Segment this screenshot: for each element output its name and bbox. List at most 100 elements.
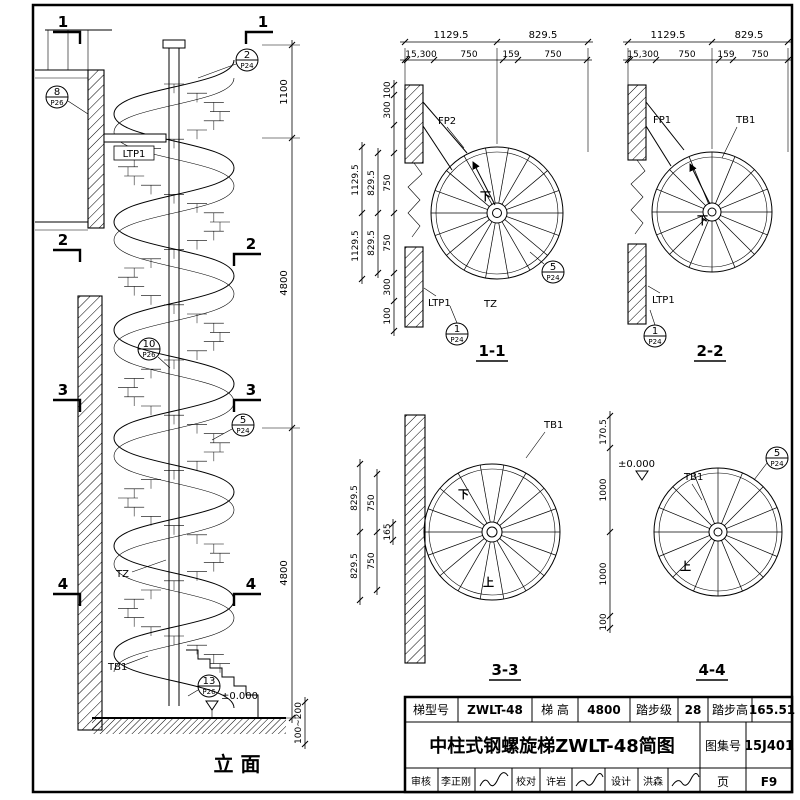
line	[715, 156, 736, 204]
svg-text:3: 3	[246, 381, 256, 399]
detail-callout-8: 8 P26	[45, 85, 89, 115]
dim-line	[373, 469, 381, 595]
line	[498, 222, 509, 279]
dim-label: 750	[678, 50, 695, 60]
plan-title: 3-3	[491, 661, 518, 679]
line	[374, 149, 382, 157]
dim-line	[390, 80, 398, 336]
line	[434, 216, 488, 236]
svg-text:1: 1	[454, 324, 460, 335]
dim-label: 829.5	[529, 30, 558, 41]
dim-label: 750	[367, 494, 377, 511]
detail-callout-5: 5 P24	[753, 446, 789, 481]
line	[427, 535, 483, 556]
line	[390, 121, 398, 129]
tz-label: TZ	[115, 569, 129, 580]
landing-plate	[103, 133, 167, 143]
riser-value: 165.51	[749, 703, 795, 717]
line	[356, 528, 364, 536]
line	[390, 269, 398, 277]
line	[446, 170, 490, 207]
model-value: ZWLT-48	[467, 703, 523, 717]
dim-label: 1129.5	[351, 230, 361, 262]
dim-line	[606, 411, 614, 633]
tread-spokes	[431, 147, 563, 279]
stringer-curve	[113, 77, 235, 673]
tb1-label: TB1	[683, 472, 703, 483]
plan-view-4-4: ±0.000 TB1 上 5 P24 4-4	[618, 446, 789, 681]
plan-view-1-1: FP2 下 LTP1 TZ 5 P24 1 P24 1129.5 829.5 1…	[351, 30, 593, 362]
line	[784, 56, 792, 64]
line	[434, 190, 488, 210]
line	[358, 275, 366, 283]
tz-label: TZ	[483, 299, 497, 310]
wall	[627, 84, 647, 161]
line	[721, 540, 743, 592]
fp2-label: FP2	[438, 116, 456, 127]
dim-label: 1100	[279, 79, 290, 104]
plan-view-3-3: TB1 下 上 829.5 829.5 750 750 165 170.5 10…	[350, 411, 614, 681]
svg-text:P26: P26	[202, 688, 216, 696]
line	[457, 472, 488, 524]
tb1-label: TB1	[735, 115, 755, 126]
direction-arrow	[689, 163, 711, 205]
dim-label: 750	[383, 174, 393, 191]
center-column	[708, 522, 728, 542]
dim-label: 829.5	[735, 30, 764, 41]
tb1-label: TB1	[543, 420, 563, 431]
line	[430, 56, 438, 64]
section-marker-4-left: 4	[53, 575, 82, 606]
detail-callout-10: 10 P26	[137, 337, 171, 369]
line	[504, 170, 548, 207]
dim-label: 1000	[599, 562, 609, 585]
line	[606, 444, 614, 452]
checker-name: 许岩	[546, 775, 566, 788]
line	[439, 538, 485, 576]
dim-label: 159	[717, 50, 734, 60]
steps-value: 28	[685, 703, 702, 717]
section-marker-1-right: 1	[244, 13, 273, 44]
wall-lower	[77, 295, 103, 731]
tread-spokes	[652, 152, 772, 272]
svg-text:2: 2	[244, 50, 250, 61]
line	[624, 56, 632, 64]
dim-label: 100~200	[294, 702, 304, 744]
line	[606, 624, 614, 632]
line	[688, 156, 709, 204]
atlas-value: 15J401	[744, 739, 794, 754]
svg-text:8: 8	[54, 87, 60, 98]
line	[606, 412, 614, 420]
line	[498, 147, 509, 204]
line	[715, 220, 736, 268]
wall	[627, 243, 647, 325]
svg-text:1: 1	[652, 326, 658, 337]
level-label: ±0.000	[221, 691, 258, 702]
line	[718, 218, 755, 255]
section-marker-3-left: 3	[53, 381, 82, 412]
line	[301, 698, 309, 706]
ltp1-label-box	[113, 145, 155, 161]
line	[514, 56, 522, 64]
line	[390, 149, 398, 157]
elevation-view: LTP1 TZ TB1 ±0.000 1 1 2 2 3	[35, 13, 309, 776]
dim-label: 100	[599, 613, 609, 630]
line	[427, 508, 483, 529]
dim-line	[356, 459, 364, 605]
line	[504, 219, 548, 256]
line	[720, 215, 768, 236]
line	[726, 535, 778, 557]
line	[724, 486, 764, 526]
signature-scribble	[575, 773, 604, 787]
center-column	[481, 521, 503, 543]
line	[358, 209, 366, 217]
line	[693, 540, 715, 592]
check-label: 校对	[516, 775, 536, 788]
line	[374, 269, 382, 277]
up-label: 上	[680, 559, 691, 573]
dim-label: 4800	[279, 270, 290, 295]
line	[493, 464, 505, 523]
signature-scribble	[479, 772, 509, 787]
line	[501, 535, 557, 556]
line	[708, 38, 716, 46]
